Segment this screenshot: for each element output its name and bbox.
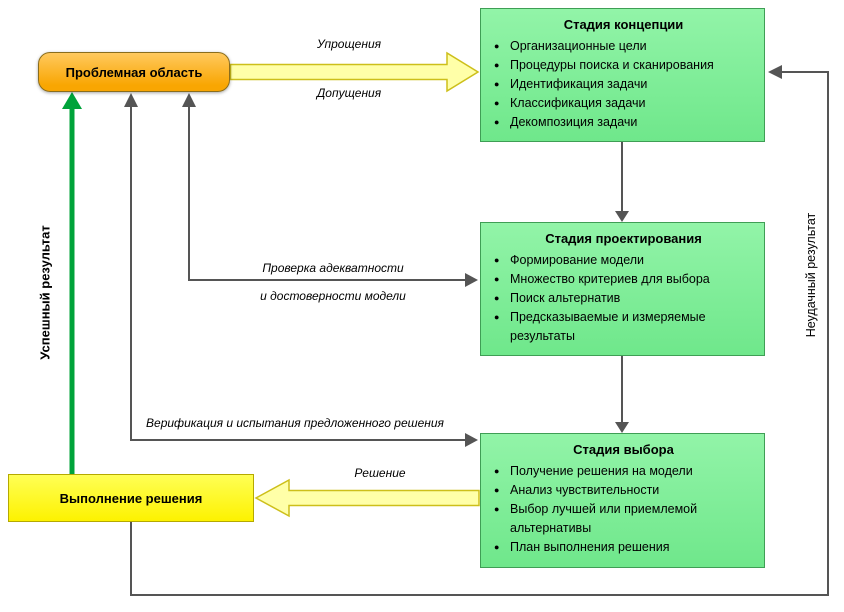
failure-loop-line (130, 71, 829, 596)
design-stage-node: Стадия проектирования Формирование модел… (480, 222, 765, 356)
concept-stage-title: Стадия концепции (563, 17, 684, 32)
list-item: Декомпозиция задачи (493, 113, 754, 132)
model-validation-line (188, 105, 465, 281)
verification-arrowhead-up (124, 93, 138, 107)
assumptions-label: Допущения (316, 86, 382, 100)
verification-label: Верификация и испытания предложенного ре… (146, 416, 444, 430)
failure-label: Неудачный результат (804, 212, 818, 338)
design-stage-title: Стадия проектирования (545, 231, 702, 246)
success-label: Успешный результат (37, 225, 53, 360)
concept-stage-node: Стадия концепции Организационные цели Пр… (480, 8, 765, 142)
verification-line (130, 105, 465, 441)
list-item: Получение решения на модели (493, 462, 754, 481)
implementation-label: Выполнение решения (59, 490, 203, 506)
problem-area-node: Проблемная область (38, 52, 230, 92)
simplifications-block-arrow (229, 51, 480, 93)
verification-arrowhead-right (465, 433, 478, 447)
solution-label: Решение (354, 466, 406, 480)
list-item: Идентификация задачи (493, 75, 754, 94)
list-item: Множество критериев для выбора (493, 270, 754, 289)
choice-stage-title: Стадия выбора (573, 442, 674, 457)
implementation-node: Выполнение решения (8, 474, 254, 522)
list-item: Процедуры поиска и сканирования (493, 56, 754, 75)
problem-area-label: Проблемная область (65, 64, 203, 80)
list-item: Выбор лучшей или приемлемой альтернативы (493, 500, 754, 538)
list-item: Формирование модели (493, 251, 754, 270)
list-item: Классификация задачи (493, 94, 754, 113)
list-item: Организационные цели (493, 37, 754, 56)
list-item: Анализ чувствительности (493, 481, 754, 500)
solution-block-arrow (254, 478, 480, 518)
design-to-choice-arrowhead (615, 422, 629, 433)
list-item: План выполнения решения (493, 538, 754, 557)
choice-stage-node: Стадия выбора Получение решения на модел… (480, 433, 765, 568)
design-stage-list: Формирование модели Множество критериев … (493, 251, 754, 346)
list-item: Поиск альтернатив (493, 289, 754, 308)
list-item: Предсказываемые и измеряемые результаты (493, 308, 754, 346)
model-validation-label-line1: Проверка адекватности (262, 261, 404, 275)
choice-stage-list: Получение решения на модели Анализ чувст… (493, 462, 754, 557)
failure-loop-arrowhead (768, 65, 782, 79)
simplifications-label: Упрощения (316, 37, 382, 51)
concept-to-design-arrowhead (615, 211, 629, 222)
concept-stage-list: Организационные цели Процедуры поиска и … (493, 37, 754, 132)
success-arrowhead (62, 92, 82, 109)
model-validation-arrowhead-right (465, 273, 478, 287)
model-validation-label-line2: и достоверности модели (260, 289, 406, 303)
model-validation-arrowhead-up (182, 93, 196, 107)
